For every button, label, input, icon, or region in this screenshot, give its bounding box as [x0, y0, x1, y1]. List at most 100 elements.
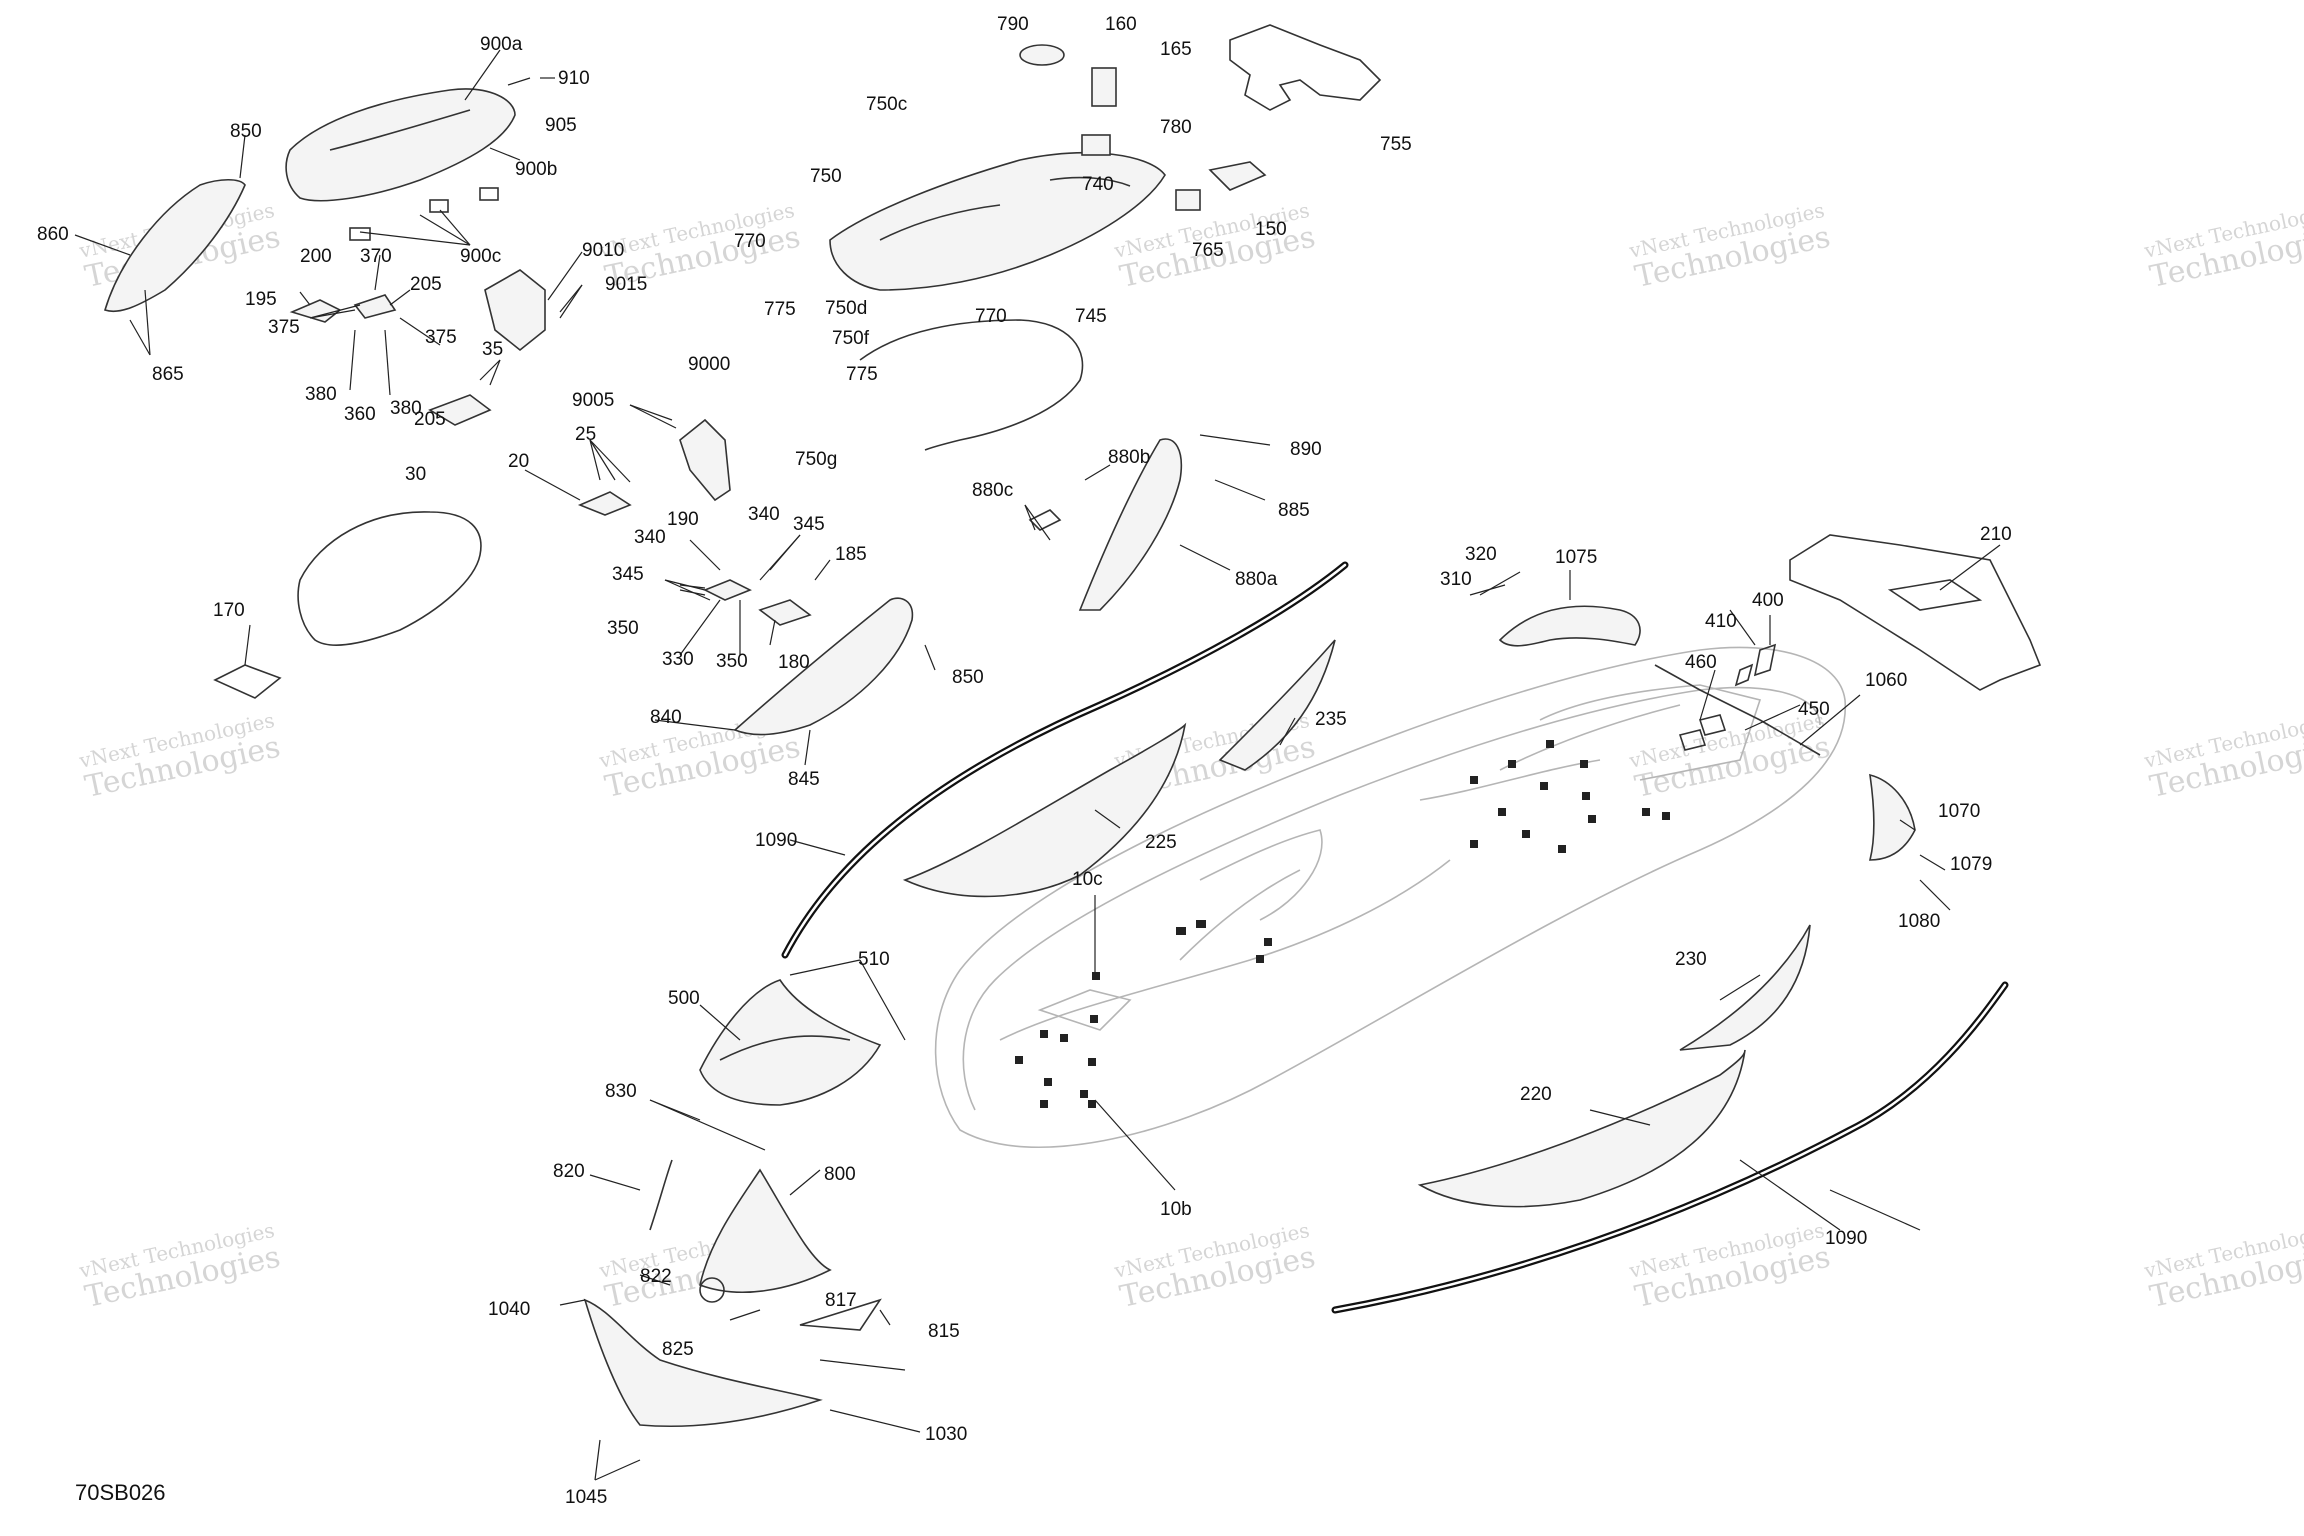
- label-900c-3: [479, 187, 499, 201]
- bracket-9000: [679, 418, 731, 502]
- decal-230: [1679, 924, 1811, 1051]
- light-822: [699, 1277, 725, 1303]
- callout: 850: [952, 667, 984, 688]
- callout: 750f: [832, 328, 870, 349]
- trim-815: [799, 1298, 882, 1331]
- bracket-9010: [484, 269, 546, 352]
- cap-790: [1019, 44, 1065, 66]
- callout: 755: [1380, 134, 1412, 155]
- callout: 800: [824, 1164, 856, 1185]
- document-id: 70SB026: [75, 1480, 166, 1505]
- callout: 820: [553, 1161, 585, 1182]
- logo-210: [1887, 579, 1983, 611]
- deck-750-detail: [879, 176, 1131, 241]
- callout: 510: [858, 949, 890, 970]
- cable-770: [859, 319, 1084, 451]
- callout: 745: [1075, 306, 1107, 327]
- callout: 310: [1440, 569, 1472, 590]
- decal-220: [1417, 1049, 1746, 1208]
- callout: 750g: [795, 449, 837, 470]
- callout: 900b: [515, 159, 557, 180]
- mat-755: [1229, 24, 1382, 111]
- bracket-880c: [1028, 509, 1062, 531]
- callout: 345: [793, 514, 825, 535]
- cover-900a-detail: [329, 109, 471, 151]
- bracket-780: [1081, 134, 1111, 156]
- callout: 320: [1465, 544, 1497, 565]
- callout: 860: [37, 224, 69, 245]
- callout: 1030: [925, 1424, 967, 1445]
- trim-820: [649, 1159, 673, 1231]
- decal-235: [1218, 639, 1336, 771]
- callout: 10b: [1160, 1199, 1192, 1220]
- callout: 885: [1278, 500, 1310, 521]
- callout: 210: [1980, 524, 2012, 545]
- callout: 380: [390, 398, 422, 419]
- callout: 770: [734, 231, 766, 252]
- callout: 780: [1160, 117, 1192, 138]
- callout: 1080: [1898, 911, 1940, 932]
- callout: 180: [778, 652, 810, 673]
- callout: 790: [997, 14, 1029, 35]
- callout: 1075: [1555, 547, 1597, 568]
- callout: 825: [662, 1339, 694, 1360]
- hull-drawing: [934, 646, 1846, 1148]
- callout: 235: [1315, 709, 1347, 730]
- callout: 35: [482, 339, 503, 360]
- bracket-1070: [1868, 773, 1916, 861]
- callout: 865: [152, 364, 184, 385]
- callout: 340: [634, 527, 666, 548]
- bracket-1075: [1498, 605, 1641, 647]
- callout: 910: [558, 68, 590, 89]
- callout: 845: [788, 769, 820, 790]
- callout: 9010: [582, 240, 624, 261]
- seal-170-ring: [297, 511, 482, 646]
- callout: 30: [405, 464, 426, 485]
- callout: 900a: [480, 34, 523, 55]
- bumper-800: [699, 1168, 832, 1294]
- callout: 350: [716, 651, 748, 672]
- callout: 340: [748, 504, 780, 525]
- rail-1060: [1654, 664, 1821, 756]
- bracket-150: [1208, 161, 1267, 191]
- nose-500-detail: [719, 1035, 851, 1061]
- callout: 230: [1675, 949, 1707, 970]
- callout: 185: [835, 544, 867, 565]
- part-460: [1678, 729, 1707, 751]
- hull-clips: [1015, 740, 1670, 1108]
- callout: 840: [650, 707, 682, 728]
- callout: 20: [508, 451, 529, 472]
- bracket-740: [1175, 189, 1201, 211]
- callout: 10c: [1072, 869, 1103, 890]
- callout: 220: [1520, 1084, 1552, 1105]
- callout: 822: [640, 1266, 672, 1287]
- callout: 25: [575, 424, 596, 445]
- callout: 9000: [688, 354, 730, 375]
- bracket-20: [577, 491, 632, 516]
- callout: 450: [1798, 699, 1830, 720]
- callout: 9015: [605, 274, 647, 295]
- bracket-180: [758, 599, 812, 626]
- callout: 410: [1705, 611, 1737, 632]
- callout: 375: [425, 327, 457, 348]
- callout: 190: [667, 509, 699, 530]
- bracket-375: [353, 294, 397, 319]
- bracket-30: [428, 394, 492, 426]
- deck-750: [829, 152, 1166, 291]
- callout: 1070: [1938, 801, 1980, 822]
- callout: 375: [268, 317, 300, 338]
- callout: 1060: [1865, 670, 1907, 691]
- label-900c-2: [429, 199, 449, 213]
- callout: 160: [1105, 14, 1137, 35]
- callout: 1090: [1825, 1228, 1867, 1249]
- callout: 345: [612, 564, 644, 585]
- decal-225: [902, 722, 1187, 898]
